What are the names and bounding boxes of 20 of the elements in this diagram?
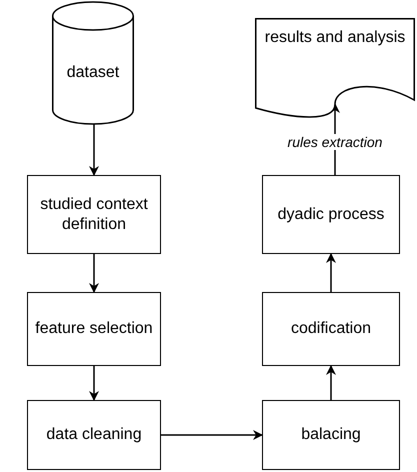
arrow	[89, 124, 99, 176]
node-label: studied context definition	[39, 194, 149, 234]
process-box	[27, 292, 161, 366]
process-box	[27, 400, 161, 470]
arrow	[89, 254, 99, 293]
node-label: feature selection	[34, 319, 154, 339]
arrow	[326, 365, 336, 400]
process-box	[262, 292, 400, 366]
node-label: dyadic process	[276, 204, 386, 224]
node-label: dataset	[66, 63, 120, 83]
process-box	[27, 175, 161, 254]
process-box	[262, 175, 400, 254]
node-label: balacing	[300, 425, 362, 445]
process-box	[262, 400, 400, 470]
arrow	[89, 366, 99, 401]
node-label: data cleaning	[45, 425, 143, 445]
arrow	[161, 430, 263, 440]
node-label: codification	[290, 319, 372, 339]
arrow	[326, 253, 336, 292]
node-label: results and analysis	[264, 28, 406, 48]
